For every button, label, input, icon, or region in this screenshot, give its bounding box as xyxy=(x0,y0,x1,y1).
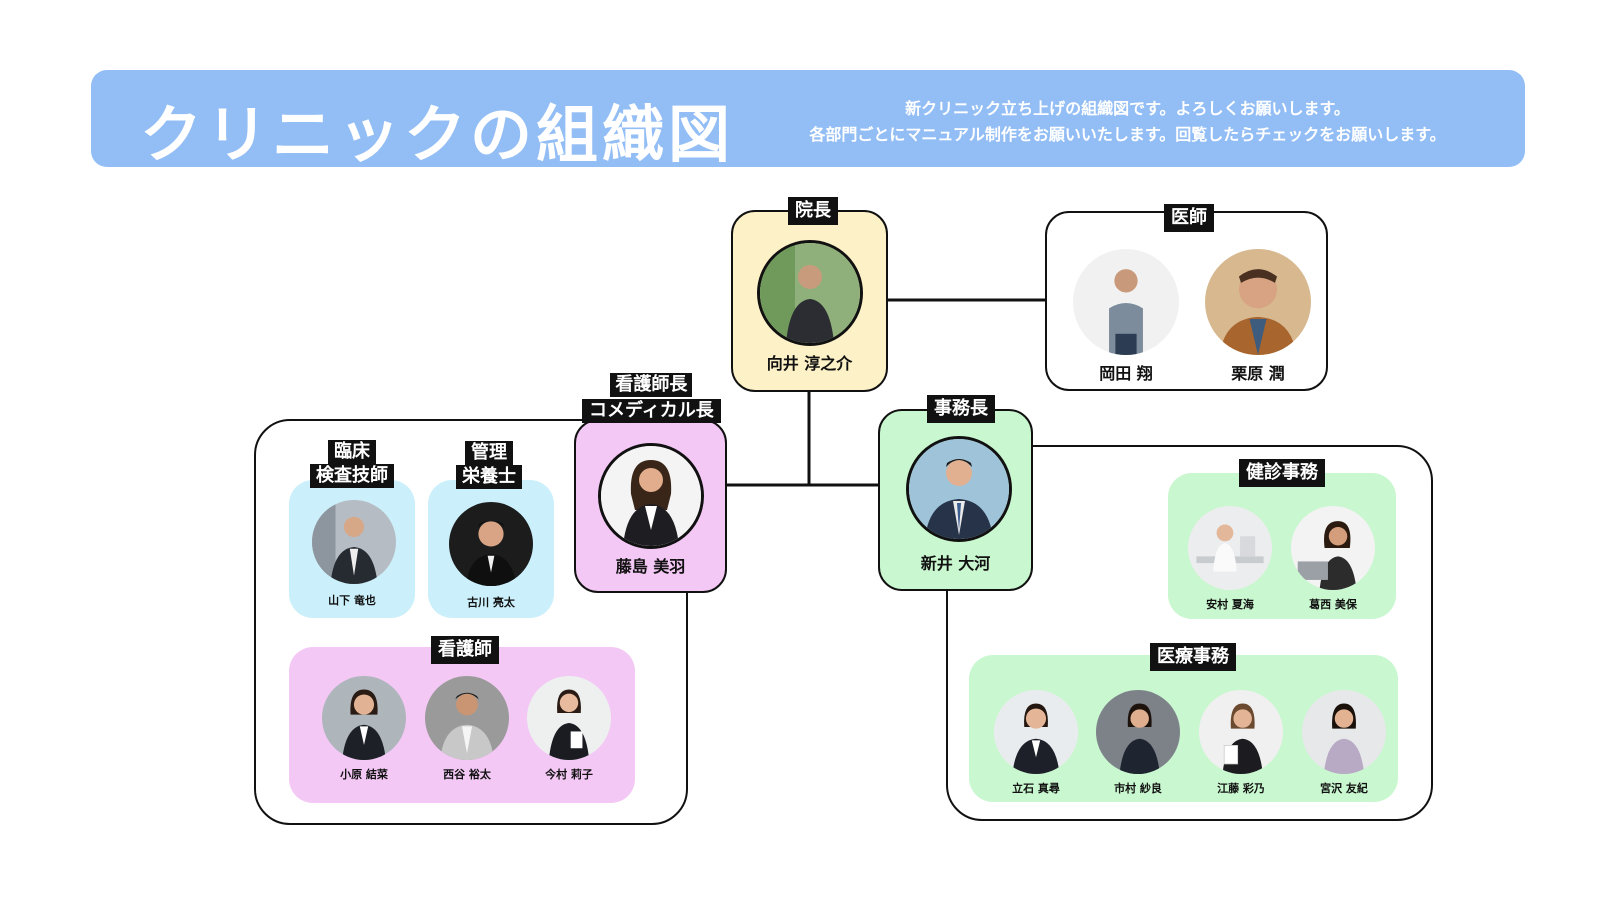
page-description: 新クリニック立ち上げの組織図です。よろしくお願いします。 各部門ごとにマニュアル… xyxy=(760,96,1495,148)
medical-staff-photo-4 xyxy=(1302,690,1386,774)
dietitian-role-line-1: 管理 xyxy=(465,441,513,465)
head-nurse-role-line-1: 看護師長 xyxy=(610,373,693,397)
director-name: 向井 淳之介 xyxy=(766,354,853,373)
office-manager-role-tag: 事務長 xyxy=(927,395,995,423)
medical-staff-name-1: 立石 真尋 xyxy=(1012,782,1060,795)
checkup-staff-name-1: 安村 夏海 xyxy=(1206,598,1254,611)
page-title: クリニックの組織図 xyxy=(140,98,735,171)
medical-staff-photo-3 xyxy=(1199,690,1283,774)
nurse-name-2: 西谷 裕太 xyxy=(443,768,491,781)
dietitian-name: 古川 亮太 xyxy=(467,596,515,609)
head-nurse-role-tag: 看護師長 コメディカル長 xyxy=(582,373,721,423)
medical-staff-name-2: 市村 紗良 xyxy=(1114,782,1162,795)
dietitian-photo xyxy=(449,502,533,586)
doctor-photo-1 xyxy=(1073,249,1179,355)
nurse-photo-1 xyxy=(322,676,406,760)
medical-staff-name-4: 宮沢 友紀 xyxy=(1320,782,1368,795)
description-line-2: 各部門ごとにマニュアル制作をお願いいたします。回覧したらチェックをお願いします。 xyxy=(809,125,1446,144)
doctor-name-2: 栗原 潤 xyxy=(1231,364,1285,383)
nurse-photo-2 xyxy=(425,676,509,760)
lab-tech-role-line-1: 臨床 xyxy=(328,440,376,464)
head-nurse-role-line-2: コメディカル長 xyxy=(582,399,721,423)
description-line-1: 新クリニック立ち上げの組織図です。よろしくお願いします。 xyxy=(905,99,1350,118)
checkup-staff-photo-2 xyxy=(1291,506,1375,590)
head-nurse-photo xyxy=(598,443,704,549)
dietitian-role-line-2: 栄養士 xyxy=(456,465,522,489)
lab-tech-photo xyxy=(312,500,396,584)
checkup-office-role-tag: 健診事務 xyxy=(1239,459,1325,487)
medical-staff-photo-1 xyxy=(994,690,1078,774)
checkup-staff-name-2: 葛西 美保 xyxy=(1309,598,1357,611)
doctors-role-tag: 医師 xyxy=(1164,204,1214,232)
lab-tech-role-tag: 臨床 検査技師 xyxy=(310,440,394,488)
head-nurse-name: 藤島 美羽 xyxy=(615,557,686,576)
lab-tech-role-line-2: 検査技師 xyxy=(310,464,394,488)
dietitian-role-tag: 管理 栄養士 xyxy=(456,441,522,489)
nurses-role-tag: 看護師 xyxy=(431,636,499,664)
medical-staff-name-3: 江藤 彩乃 xyxy=(1217,782,1265,795)
medical-staff-photo-2 xyxy=(1096,690,1180,774)
nurse-photo-3 xyxy=(527,676,611,760)
director-role-tag: 院長 xyxy=(788,197,838,225)
checkup-staff-photo-1 xyxy=(1188,506,1272,590)
doctor-photo-2 xyxy=(1205,249,1311,355)
director-photo xyxy=(757,240,863,346)
header-banner xyxy=(91,70,1525,167)
nurse-name-1: 小原 結菜 xyxy=(340,768,388,781)
office-manager-name: 新井 大河 xyxy=(920,554,991,573)
doctor-name-1: 岡田 翔 xyxy=(1099,364,1153,383)
nurse-name-3: 今村 莉子 xyxy=(545,768,593,781)
office-manager-photo xyxy=(906,436,1012,542)
lab-tech-name: 山下 竜也 xyxy=(328,594,376,607)
medical-office-role-tag: 医療事務 xyxy=(1150,643,1236,671)
